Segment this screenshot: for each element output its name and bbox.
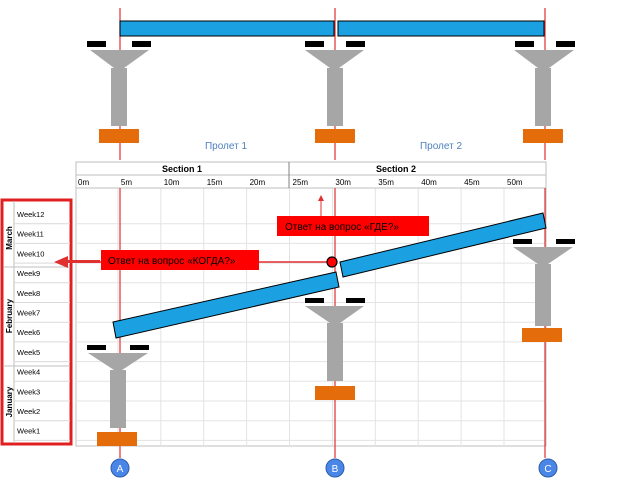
bearing-right [556,41,575,47]
week-label: Week9 [17,269,40,278]
distance-tick-label: 40m [421,178,437,187]
bearing-left [87,41,106,47]
pier-footing [315,386,355,400]
distance-tick-label: 25m [293,178,309,187]
pier-cap [88,353,148,370]
bearing-right [556,239,575,244]
week-label: Week1 [17,427,40,436]
span-2-label: Пролет 2 [420,141,463,152]
distance-tick-label: 35m [378,178,394,187]
top-elevation: Пролет 1 Пролет 2 [87,20,575,152]
pier-footing [99,129,139,143]
month-label-january: January [5,386,14,417]
section-2-label: Section 2 [376,164,416,174]
pier-cap [90,50,149,68]
bearing-left [305,298,324,303]
month-label-march: March [5,226,14,250]
span-2-beam [337,20,545,37]
bearing-left [515,41,534,47]
pier-cap [513,247,573,264]
distance-tick-label: 50m [507,178,523,187]
pier-b-top [305,41,365,143]
where-pointer-arrow [318,195,324,201]
distance-tick-label: 30m [335,178,351,187]
pier-footing [97,432,137,446]
month-label-february: February [5,298,14,333]
distance-ticks: 0m 5m 10m 15m 20m 25m 30m 35m 40m 45m 50m [78,178,523,187]
bearing-right [132,41,151,47]
pier-cap [305,50,364,68]
when-callout-box [101,250,259,270]
week-label: Week8 [17,289,40,298]
bearing-right [130,345,149,350]
bearing-left [87,345,106,350]
bearing-left [513,239,532,244]
pier-column [327,323,343,381]
distance-tick-label: 15m [207,178,223,187]
pier-a-top [87,41,151,143]
grid-frame [75,161,547,447]
pier-a-schedule [87,345,149,446]
pier-footing [523,129,563,143]
week-label: Week10 [17,249,44,258]
week-label: Week4 [17,368,40,377]
intersection-point [326,256,338,268]
pier-column [327,68,343,126]
pier-b-schedule [305,298,365,400]
week-label: Week3 [17,387,40,396]
span-1-beam [119,20,335,37]
week-label: Week7 [17,309,40,318]
week-label: Week11 [17,230,44,239]
schedule-piers [87,212,575,446]
section-1-label: Section 1 [162,164,202,174]
span-1-label: Пролет 1 [205,141,248,152]
distance-tick-label: 5m [121,178,132,187]
pier-cap [305,306,364,323]
pier-footing [522,328,562,342]
when-pointer-arrow [54,256,68,268]
schedule-grid: Section 1 Section 2 0m 5m 10m 15m 20m 25m 30m 3… [75,161,547,447]
where-callout-text: Ответ на вопрос «ГДЕ?» [285,222,399,233]
bearing-right [346,298,365,303]
when-callout-text: Ответ на вопрос «КОГДА?» [108,256,236,267]
span-2-beam-schedule [339,212,547,278]
axis-marker-b [325,458,345,478]
week-label: Week2 [17,407,40,416]
pier-cap [514,50,574,68]
week-rows: Week12Week11Week10Week9Week8Week7Week6We… [14,210,70,441]
where-callout-box [277,216,429,236]
distance-tick-label: 0m [78,178,89,187]
pier-column [111,68,127,126]
week-label: Week12 [17,210,44,219]
timeline-panel: Week12Week11Week10Week9Week8Week7Week6We… [0,198,73,446]
pier-c-schedule [513,239,575,342]
callouts: Ответ на вопрос «ГДЕ?» Ответ на вопрос «… [54,195,429,270]
distance-tick-label: 45m [464,178,480,187]
pier-column [110,370,126,428]
axis-markers: A B C [110,458,558,478]
distance-tick-label: 20m [250,178,266,187]
pier-footing [315,129,355,143]
axis-marker-a-label: A [117,464,124,475]
pier-column [535,68,551,126]
pier-column [535,264,551,326]
week-label: Week6 [17,328,40,337]
when-pointer-shaft [68,260,100,263]
bearing-right [346,41,365,47]
axis-marker-b-label: B [332,464,339,475]
span-1-beam-schedule [112,271,340,339]
distance-tick-label: 10m [164,178,180,187]
axis-marker-c-label: C [544,464,551,475]
axis-marker-c [538,458,558,478]
axis-marker-a [110,458,130,478]
week-label: Week5 [17,348,40,357]
bearing-left [305,41,324,47]
pier-c-top [514,41,575,143]
